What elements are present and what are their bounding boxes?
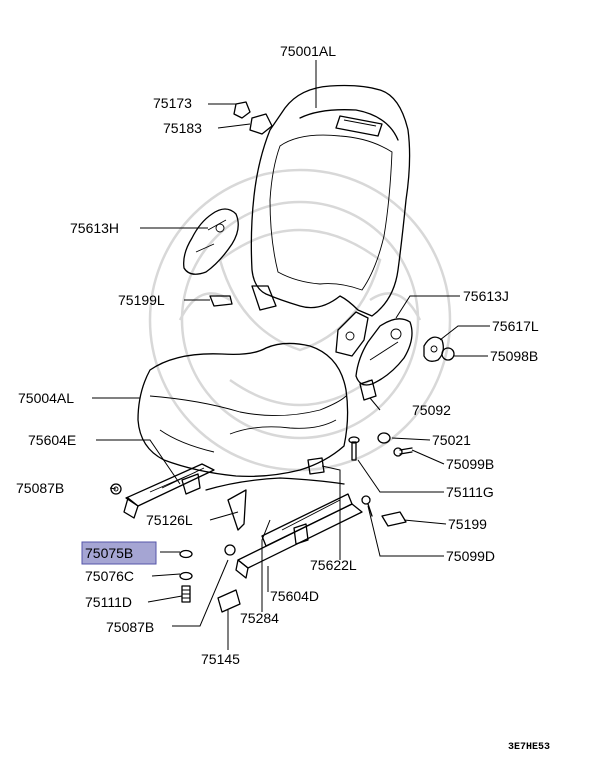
bushing-75021: [377, 432, 391, 444]
recliner-cover-75613H: [183, 208, 239, 275]
knob-75617L: [423, 336, 444, 362]
label-75004AL[interactable]: 75004AL: [18, 390, 74, 406]
bolt-75111D: [181, 585, 191, 603]
label-75099D[interactable]: 75099D: [446, 548, 495, 564]
slide-rail-75604D: [235, 493, 363, 579]
bracket-75199L: [209, 295, 233, 307]
label-75021[interactable]: 75021: [432, 432, 471, 448]
label-75183[interactable]: 75183: [163, 120, 202, 136]
label-75604E[interactable]: 75604E: [28, 432, 76, 448]
label-75092[interactable]: 75092: [412, 402, 451, 418]
screw-75099D: [361, 495, 373, 517]
slide-rail-75604E: [123, 463, 215, 519]
label-75604D[interactable]: 75604D: [270, 588, 319, 604]
label-75087B-lower[interactable]: 75087B: [106, 619, 154, 635]
callout-labels: 75001AL 75173 75183 75613H 75199L 75613J…: [16, 43, 539, 667]
diagram-code: 3E7HE53: [508, 742, 550, 753]
washer-75075B: [179, 549, 193, 559]
nut-75087B-lower: [224, 544, 236, 556]
bolt-75111G: [348, 436, 360, 461]
towel-bar-75126L: [205, 477, 345, 531]
label-75622L[interactable]: 75622L: [310, 557, 357, 573]
label-75076C[interactable]: 75076C: [85, 568, 134, 584]
small-clip-75173: [233, 101, 251, 119]
cap-75183: [249, 113, 273, 135]
washer-75076C: [179, 571, 193, 581]
label-75111D[interactable]: 75111D: [85, 594, 132, 610]
seat-cushion: [137, 342, 349, 478]
highlight-75075B: [81, 541, 157, 565]
label-75173[interactable]: 75173: [153, 95, 192, 111]
label-75613J[interactable]: 75613J: [463, 288, 509, 304]
leader-lines: [92, 60, 490, 650]
label-75199[interactable]: 75199: [448, 516, 487, 532]
cover-75622L: [307, 457, 325, 475]
label-75001AL[interactable]: 75001AL: [280, 43, 336, 59]
label-75111G[interactable]: 75111G: [446, 484, 494, 500]
label-75617L[interactable]: 75617L: [492, 318, 539, 334]
label-75087B-upper[interactable]: 75087B: [16, 480, 64, 496]
label-75126L[interactable]: 75126L: [146, 512, 193, 528]
label-75284[interactable]: 75284: [240, 610, 279, 626]
seat-back: [250, 84, 411, 357]
label-75075B[interactable]: 75075B: [85, 545, 133, 561]
cap-75098B: [441, 347, 455, 361]
label-75199L[interactable]: 75199L: [118, 292, 165, 308]
label-75099B[interactable]: 75099B: [446, 456, 494, 472]
recliner-cover-75613J: [355, 318, 413, 386]
cover-75145: [217, 589, 241, 613]
label-75613H[interactable]: 75613H: [70, 220, 119, 236]
bracket-75092: [359, 379, 377, 401]
screw-75099B: [393, 447, 413, 457]
label-75098B[interactable]: 75098B: [490, 348, 538, 364]
bracket-75199: [381, 511, 407, 527]
label-75145[interactable]: 75145: [201, 651, 240, 667]
